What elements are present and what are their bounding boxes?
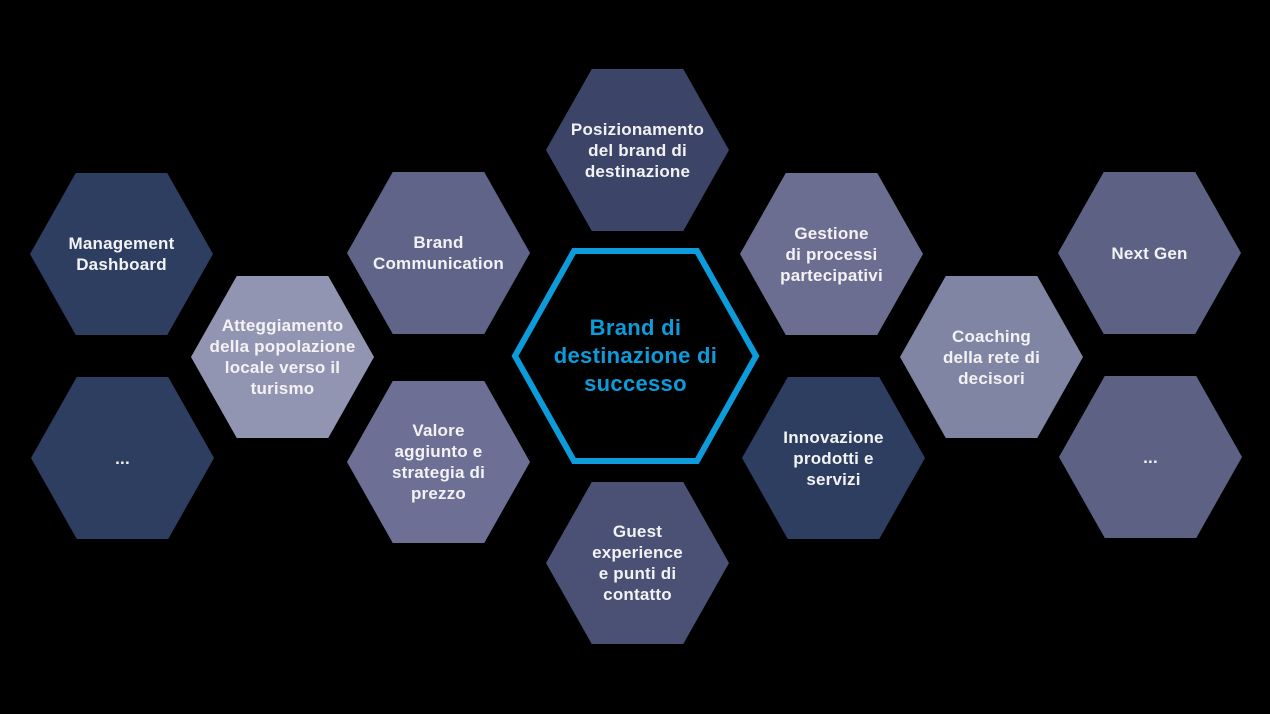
hexagon-center-brand-destinazione: Brand di destinazione di successo <box>507 244 764 468</box>
center-hexagon-border <box>511 248 760 464</box>
hexagon-shape <box>546 482 729 644</box>
hexagon-label: Next Gen <box>1111 243 1188 263</box>
hexagon-dots-left: ... <box>31 377 214 539</box>
hexagon-label: ... <box>115 448 130 468</box>
hexagon-label: Brand Communication <box>372 233 505 273</box>
hexagon-label: Posizionamento del brand di destinazione <box>570 119 705 181</box>
hexagon-label: ... <box>1143 447 1158 467</box>
center-hexagon-outline <box>511 248 760 464</box>
hexagon-label: Coaching della rete di decisori <box>942 326 1041 388</box>
hexagon-shape <box>546 69 729 231</box>
hexagon-shape <box>900 276 1083 438</box>
hexagon-dots-right: ... <box>1059 376 1242 538</box>
hexagon-shape <box>347 172 530 334</box>
center-hexagon-label: Brand di destinazione di successo <box>553 315 718 396</box>
hexagon-shape <box>1058 172 1241 334</box>
hexagon-shape <box>30 173 213 335</box>
hexagon-gestione-processi: Gestione di processi partecipativi <box>740 173 923 335</box>
hexagon-label: Guest experience e punti di contatto <box>592 522 683 604</box>
hexagon-posizionamento-brand: Posizionamento del brand di destinazione <box>546 69 729 231</box>
hexagon-next-gen: Next Gen <box>1058 172 1241 334</box>
hexagon-shape <box>1059 376 1242 538</box>
hexagon-label: Gestione di processi partecipativi <box>780 223 883 285</box>
hexagon-label: Innovazione prodotti e servizi <box>783 427 884 489</box>
hexagon-label: Atteggiamento della popolazione locale v… <box>209 316 356 398</box>
hexagon-shape <box>740 173 923 335</box>
hexagon-atteggiamento-popolazione: Atteggiamento della popolazione locale v… <box>191 276 374 438</box>
hexagon-label: Management Dashboard <box>68 234 175 274</box>
hexagon-valore-aggiunto: Valore aggiunto e strategia di prezzo <box>347 381 530 543</box>
hexagon-brand-communication: Brand Communication <box>347 172 530 334</box>
hexagon-shape <box>31 377 214 539</box>
hexagon-shape <box>742 377 925 539</box>
hexagon-shape <box>347 381 530 543</box>
hexagon-innovazione-prodotti: Innovazione prodotti e servizi <box>742 377 925 539</box>
hexagon-guest-experience: Guest experience e punti di contatto <box>546 482 729 644</box>
hexagon-label: Valore aggiunto e strategia di prezzo <box>391 421 486 503</box>
hexagon-coaching-rete-decisori: Coaching della rete di decisori <box>900 276 1083 438</box>
hexagon-shape <box>191 276 374 438</box>
hexagon-management-dashboard: Management Dashboard <box>30 173 213 335</box>
